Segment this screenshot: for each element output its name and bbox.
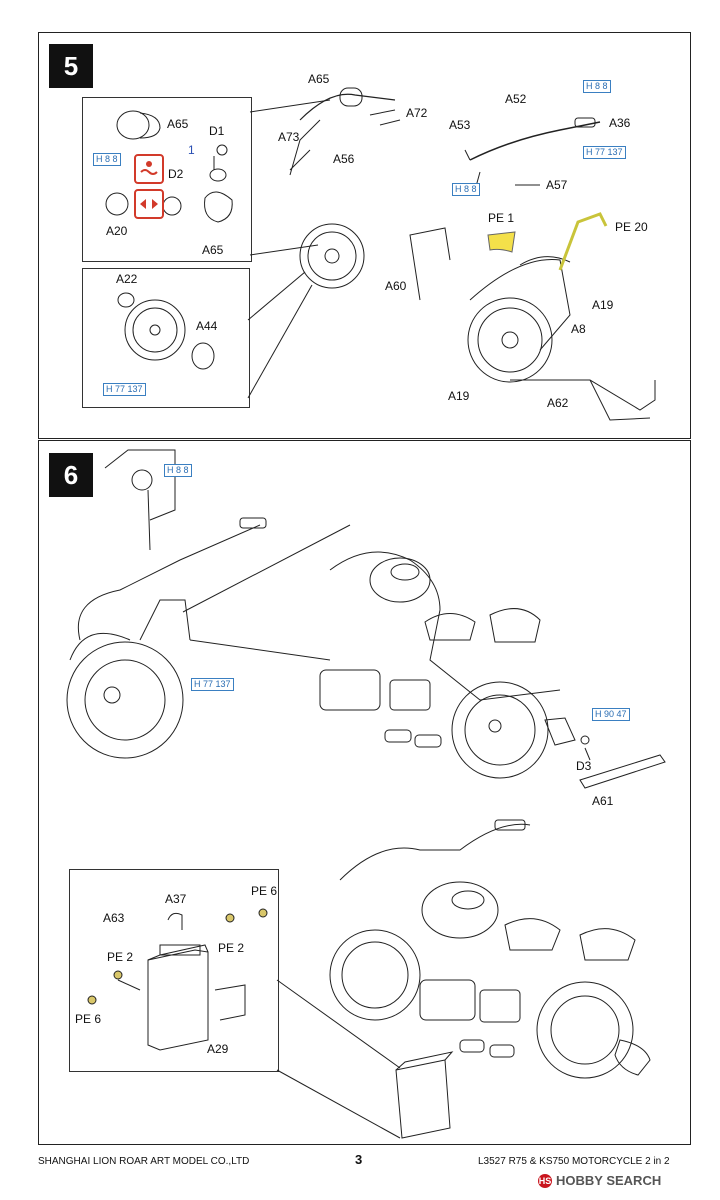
part-label-a20: A20 xyxy=(106,224,128,238)
part-label-a44: A44 xyxy=(196,319,218,333)
paint-code-h77137-step6: H 77 137 xyxy=(191,678,234,691)
decal-number-1: 1 xyxy=(188,143,195,157)
page-number: 3 xyxy=(355,1152,363,1167)
footer-company: SHANGHAI LION ROAR ART MODEL CO.,LTD xyxy=(38,1156,250,1167)
step-5-number: 5 xyxy=(49,44,93,88)
part-label-a53: A53 xyxy=(449,118,471,132)
part-label-a29: A29 xyxy=(207,1042,229,1056)
part-label-pe20: PE 20 xyxy=(615,220,648,234)
part-label-d3: D3 xyxy=(576,759,592,773)
part-label-a65: A65 xyxy=(308,72,330,86)
part-label-a52: A52 xyxy=(505,92,527,106)
part-label-a56: A56 xyxy=(333,152,355,166)
part-label-pe6-left: PE 6 xyxy=(75,1012,102,1026)
part-label-a60: A60 xyxy=(385,279,407,293)
paint-code-h88-left: H 8 8 xyxy=(452,183,480,196)
part-label-pe1: PE 1 xyxy=(488,211,515,225)
part-label-a61: A61 xyxy=(592,794,614,808)
paint-code-h77137-inset: H 77 137 xyxy=(103,383,146,396)
paint-code-h9047-step6: H 90 47 xyxy=(592,708,630,721)
part-label-a19-bottom: A19 xyxy=(448,389,470,403)
footer-product: L3527 R75 & KS750 MOTORCYCLE 2 in 2 xyxy=(478,1156,670,1167)
inset-front-wheel xyxy=(82,268,250,408)
part-label-a8: A8 xyxy=(571,322,586,336)
part-label-a22: A22 xyxy=(116,272,138,286)
hobby-search-logo-icon: HS xyxy=(538,1173,552,1188)
part-label-pe2-right: PE 2 xyxy=(218,941,245,955)
hobby-search-watermark: HS HOBBY SEARCH xyxy=(538,1172,661,1188)
part-label-a19-right: A19 xyxy=(592,298,614,312)
part-label-a37: A37 xyxy=(165,892,187,906)
part-label-d2: D2 xyxy=(168,167,184,181)
part-label-a36: A36 xyxy=(609,116,631,130)
part-label-pe2-left: PE 2 xyxy=(107,950,134,964)
part-label-a62: A62 xyxy=(547,396,569,410)
decal-water-icon xyxy=(134,154,164,184)
part-label-a63: A63 xyxy=(103,911,125,925)
part-label-a65-bottom: A65 xyxy=(202,243,224,257)
part-label-pe6-top: PE 6 xyxy=(251,884,278,898)
part-label-d1: D1 xyxy=(209,124,225,138)
paint-code-h88-step6: H 8 8 xyxy=(164,464,192,477)
part-label-a73: A73 xyxy=(278,130,300,144)
inset-battery-box xyxy=(69,869,279,1072)
paint-code-h88-right: H 8 8 xyxy=(583,80,611,93)
part-label-a65-inset: A65 xyxy=(167,117,189,131)
part-label-a72: A72 xyxy=(406,106,428,120)
part-label-a57: A57 xyxy=(546,178,568,192)
paint-code-h77137-right: H 77 137 xyxy=(583,146,626,159)
step-6-number: 6 xyxy=(49,453,93,497)
watermark-text: HOBBY SEARCH xyxy=(556,1173,662,1189)
paint-code-h88-inset: H 8 8 xyxy=(93,153,121,166)
choose-arrows-icon xyxy=(134,189,164,219)
